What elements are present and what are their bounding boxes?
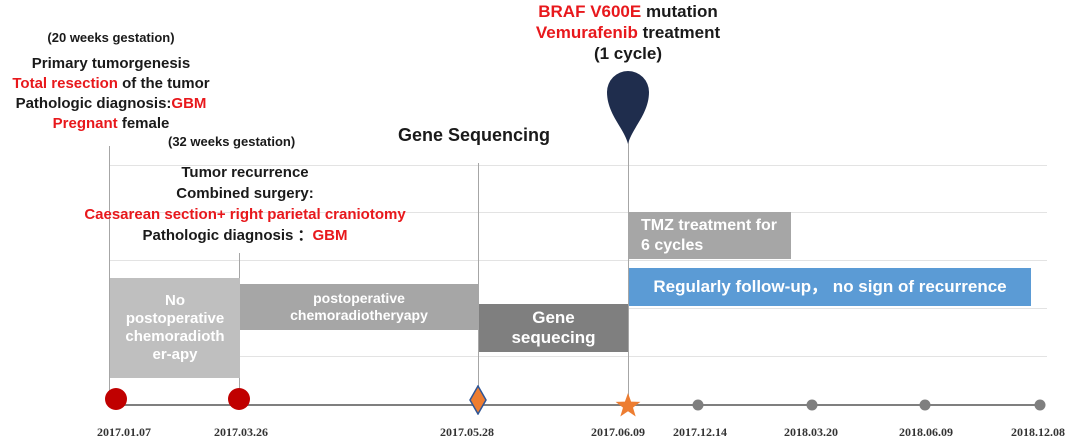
date-label: 2017.05.28 bbox=[440, 425, 494, 439]
event4-line3: (1 cycle) bbox=[593, 44, 663, 63]
event1-gestation: (20 weeks gestation) bbox=[47, 30, 175, 45]
date-label: 2017.01.07 bbox=[97, 425, 151, 439]
event1-line1: Primary tumorgenesis bbox=[31, 55, 191, 72]
event2-line4: Pathologic diagnosis ：GBM bbox=[142, 227, 348, 244]
event-marker-5 bbox=[692, 399, 704, 411]
event1-line4: Pregnant female bbox=[52, 115, 170, 132]
bar-no-chemoradiotherapy: No postoperative chemoradioth er-apy bbox=[110, 278, 240, 378]
grid-line bbox=[110, 212, 1047, 213]
event2-gestation: (32 weeks gestation) bbox=[168, 134, 296, 149]
event1-annotation: (20 weeks gestation) Primary tumorgenesi… bbox=[0, 30, 222, 134]
event2-annotation: Tumor recurrence Combined surgery: Caesa… bbox=[55, 162, 435, 246]
star-marker-icon bbox=[615, 393, 641, 417]
connector-line-1 bbox=[109, 146, 110, 398]
event1-line3: Pathologic diagnosis:GBM bbox=[15, 95, 207, 112]
bar-tmz-treatment: TMZ treatment for 6 cycles bbox=[629, 212, 791, 259]
bar-gene-sequencing: Gene sequecing bbox=[479, 304, 628, 352]
timeline-axis bbox=[110, 404, 1042, 406]
event4-line1: BRAF V600E mutation bbox=[538, 2, 718, 21]
date-label: 2018.12.08 bbox=[1011, 425, 1065, 439]
event2-line3: Caesarean section+ right parietal cranio… bbox=[84, 206, 406, 223]
connector-line-4 bbox=[628, 140, 629, 396]
bar-postoperative-chemoradiotherapy: postoperative chemoradiotheryapy bbox=[240, 284, 478, 330]
connector-line-3 bbox=[478, 163, 479, 393]
event-marker-1 bbox=[105, 388, 127, 410]
grid-line bbox=[110, 260, 1047, 261]
date-label: 2017.12.14 bbox=[673, 425, 727, 439]
event2-line2: Combined surgery: bbox=[176, 185, 314, 202]
date-label: 2018.06.09 bbox=[899, 425, 953, 439]
event-marker-2 bbox=[228, 388, 250, 410]
bar-follow-up: Regularly follow-up， no sign of recurren… bbox=[629, 268, 1031, 306]
event-marker-7 bbox=[919, 399, 931, 411]
event-marker-6 bbox=[806, 399, 818, 411]
event2-line1: Tumor recurrence bbox=[181, 164, 309, 181]
map-pin-icon bbox=[607, 71, 649, 144]
event4-line2: Vemurafenib treatment bbox=[535, 23, 721, 42]
event4-annotation: BRAF V600E mutation Vemurafenib treatmen… bbox=[508, 1, 748, 64]
diamond-marker bbox=[469, 385, 487, 415]
grid-line bbox=[110, 356, 1047, 357]
gene-sequencing-title: Gene Sequencing bbox=[398, 125, 551, 145]
event-marker-8 bbox=[1034, 399, 1046, 411]
event1-line2: Total resection of the tumor bbox=[12, 75, 210, 92]
date-label: 2018.03.20 bbox=[784, 425, 838, 439]
date-label: 2017.06.09 bbox=[591, 425, 645, 439]
grid-line bbox=[110, 165, 1047, 166]
date-label: 2017.03.26 bbox=[214, 425, 268, 439]
